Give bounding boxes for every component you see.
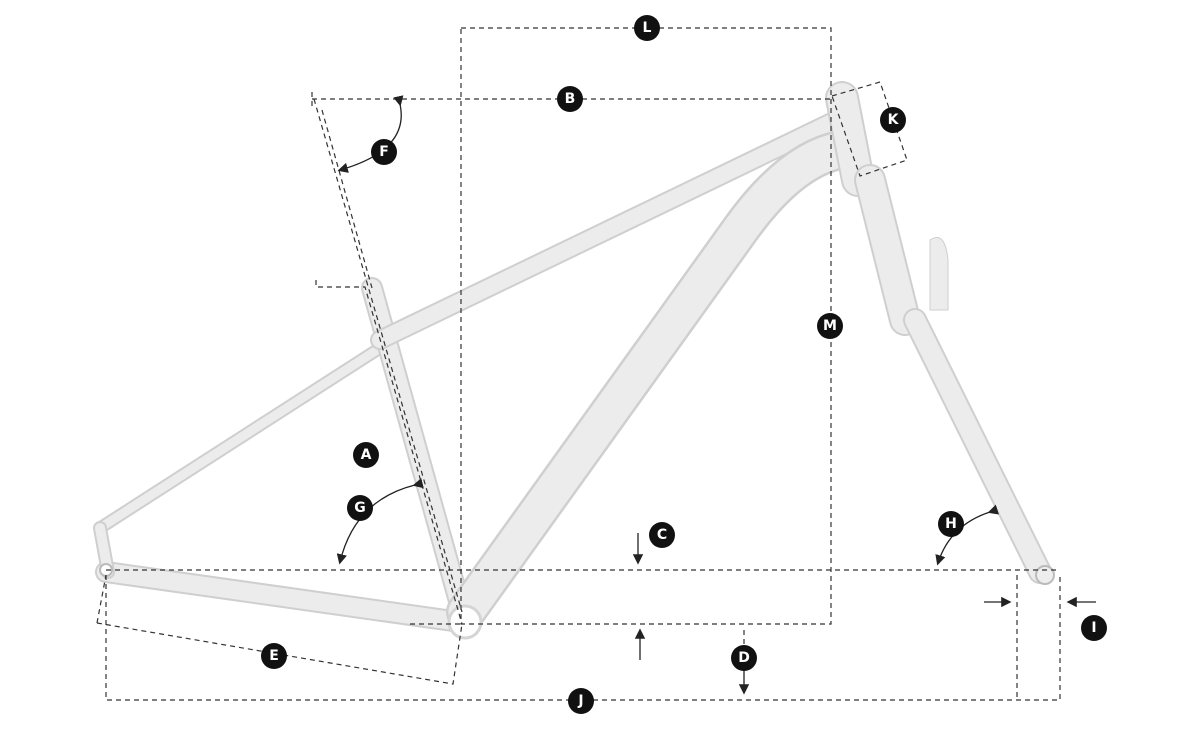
label-M-text: M xyxy=(823,318,837,334)
front-dropout xyxy=(1035,565,1055,585)
label-F: F xyxy=(371,139,397,165)
top-tube xyxy=(370,110,846,350)
label-J-text: J xyxy=(577,693,583,709)
head-tube xyxy=(825,81,875,197)
label-H: H xyxy=(938,511,964,537)
label-D: D xyxy=(731,645,757,671)
label-B-text: B xyxy=(565,91,576,107)
label-B: B xyxy=(557,86,583,112)
label-I: I xyxy=(1081,615,1107,641)
label-F-text: F xyxy=(379,144,389,160)
seat-angle-line xyxy=(313,98,463,613)
bottom-bracket xyxy=(447,604,483,640)
label-A-text: A xyxy=(361,447,372,463)
label-I-text: I xyxy=(1091,620,1096,636)
label-E: E xyxy=(261,643,287,669)
dimension-K-box xyxy=(831,81,908,177)
label-E-text: E xyxy=(269,648,279,664)
fork xyxy=(854,164,1052,584)
label-M: M xyxy=(817,313,843,339)
label-G-text: G xyxy=(354,500,366,516)
down-tube xyxy=(446,130,860,632)
label-L-text: L xyxy=(643,20,652,36)
label-H-text: H xyxy=(945,516,957,532)
label-D-text: D xyxy=(738,650,750,666)
dimension-E-line xyxy=(96,622,463,685)
label-L: L xyxy=(634,15,660,41)
label-J: J xyxy=(568,688,594,714)
label-C: C xyxy=(649,522,675,548)
dimension-A-line xyxy=(315,280,463,625)
bike-frame xyxy=(93,81,1055,640)
label-G: G xyxy=(347,495,373,521)
label-K: K xyxy=(880,107,906,133)
label-A: A xyxy=(353,442,379,468)
label-K-text: K xyxy=(888,112,900,128)
angle-G-arrow xyxy=(336,478,424,565)
seatstay xyxy=(93,341,387,579)
chainstay xyxy=(95,561,471,633)
label-C-text: C xyxy=(657,527,667,543)
